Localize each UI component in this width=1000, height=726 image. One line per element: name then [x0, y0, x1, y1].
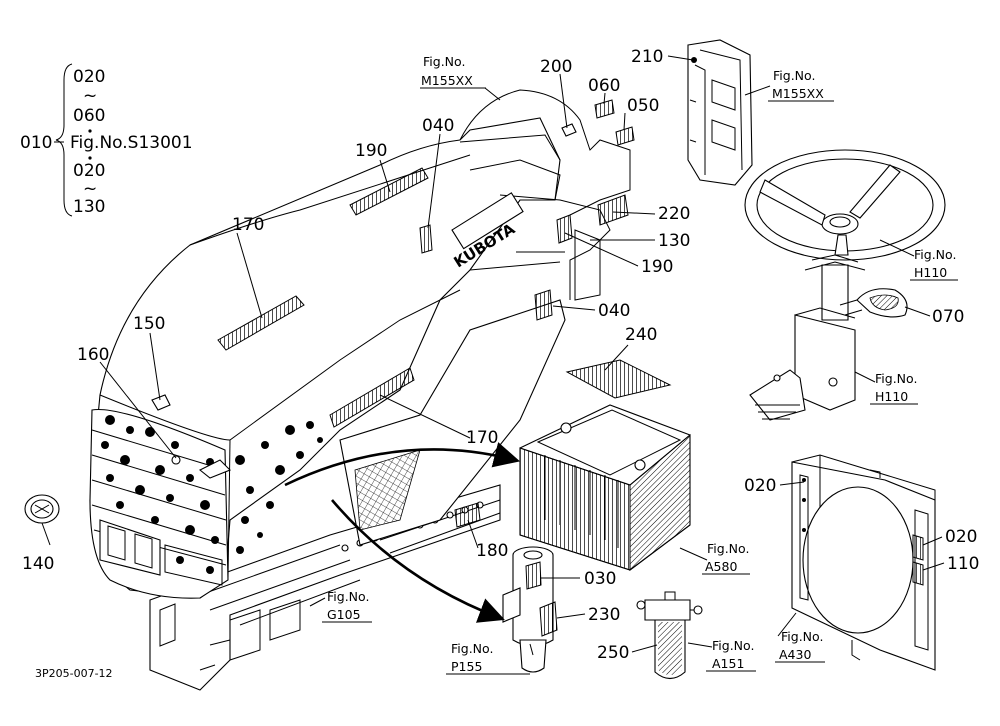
callout-070: 070 — [932, 307, 964, 327]
callout-140: 140 — [22, 554, 54, 574]
svg-text:Fig.No.: Fig.No. — [707, 541, 749, 556]
svg-text:M155XX: M155XX — [772, 86, 824, 101]
steering-column — [749, 254, 908, 421]
decal-040-side — [534, 289, 553, 321]
fig-ref-filter: Fig.No. A151 — [706, 638, 756, 672]
callout-110: 110 — [947, 554, 979, 574]
svg-text:Fig.No.: Fig.No. — [712, 638, 754, 653]
range-upper-from: 020 — [73, 67, 105, 87]
steering-wheel — [744, 149, 946, 261]
lift-cylinder — [502, 546, 558, 673]
fuel-filter — [636, 591, 703, 680]
svg-text:Fig.No.: Fig.No. — [781, 629, 823, 644]
fig-ref-cylinder: Fig.No. P155 — [446, 641, 530, 675]
range-lower-from: 020 — [73, 161, 105, 181]
svg-text:Fig.No.: Fig.No. — [327, 589, 369, 604]
callout-030: 030 — [584, 569, 616, 589]
decal-kubota-box — [451, 192, 524, 250]
decal-170-top — [217, 295, 305, 351]
arrow-to-battery — [284, 442, 521, 487]
battery-pad-240 — [565, 359, 672, 399]
callout-220: 220 — [658, 204, 690, 224]
callout-060: 060 — [588, 76, 620, 96]
fig-ref-battery: Fig.No. A580 — [702, 541, 750, 575]
callout-180: 180 — [476, 541, 508, 561]
svg-text:H110: H110 — [914, 265, 947, 280]
callout-040-top: 040 — [422, 116, 454, 136]
fig-ref-column: Fig.No. H110 — [870, 371, 918, 405]
radiator-shroud — [791, 454, 936, 671]
svg-text:M155XX: M155XX — [421, 73, 473, 88]
callout-240: 240 — [625, 325, 657, 345]
callout-200: 200 — [540, 57, 572, 77]
callout-170-top: 170 — [232, 215, 264, 235]
fig-ref-wheel: Fig.No. H110 — [910, 247, 958, 281]
decal-190-side — [556, 214, 573, 244]
callout-130: 130 — [658, 231, 690, 251]
range-note: 020 ~ 060 010 Fig.No.S13001 020 ~ 130 — [20, 63, 193, 217]
svg-text:Fig.No.: Fig.No. — [875, 371, 917, 386]
leader-lines — [41, 55, 945, 656]
callout-040-side: 040 — [598, 301, 630, 321]
decal-200 — [561, 123, 577, 137]
callout-150: 150 — [133, 314, 165, 334]
fig-ref-frame: Fig.No. G105 — [322, 589, 372, 623]
decal-050 — [615, 126, 635, 146]
callout-190-side: 190 — [641, 257, 673, 277]
battery — [519, 359, 691, 571]
decal-040-top — [419, 224, 433, 254]
callout-230: 230 — [588, 605, 620, 625]
callout-210: 210 — [631, 47, 663, 67]
decal-190-top — [349, 167, 429, 216]
svg-text:Fig.No.: Fig.No. — [773, 68, 815, 83]
callout-250: 250 — [597, 643, 629, 663]
svg-text:H110: H110 — [875, 389, 908, 404]
callout-020-a: 020 — [744, 476, 776, 496]
fig-ref-hood: Fig.No. M155XX — [420, 54, 486, 89]
arrow-to-cylinder — [331, 499, 505, 623]
range-lower-tilde: ~ — [83, 179, 97, 199]
callout-190-top: 190 — [355, 141, 387, 161]
callout-170-side: 170 — [466, 428, 498, 448]
fig-ref-panel: Fig.No. M155XX — [768, 68, 834, 102]
decal-180 — [454, 502, 481, 528]
side-panel-210 — [687, 39, 753, 186]
svg-text:Fig.No.: Fig.No. — [423, 54, 465, 69]
decal-060 — [594, 99, 615, 119]
svg-text:A430: A430 — [779, 647, 811, 662]
range-lower-to: 130 — [73, 197, 105, 217]
decal-220 — [597, 194, 629, 226]
svg-text:Fig.No.: Fig.No. — [914, 247, 956, 262]
svg-text:Fig.No.: Fig.No. — [451, 641, 493, 656]
range-upper-to: 060 — [73, 106, 105, 126]
fig-references: Fig.No. M155XX Fig.No. M155XX Fig.No. H1… — [322, 54, 958, 675]
fig-ref-shroud: Fig.No. A430 — [775, 629, 825, 663]
drawing-code: 3P205-007-12 — [35, 667, 113, 680]
decal-170-side — [329, 367, 415, 428]
svg-text:A151: A151 — [712, 656, 744, 671]
callout-160: 160 — [77, 345, 109, 365]
hood-assembly: KUBOTA — [89, 89, 635, 691]
badge-140 — [24, 494, 60, 524]
callout-050: 050 — [627, 96, 659, 116]
range-ref: 010 — [20, 133, 52, 153]
range-fig-ref: Fig.No.S13001 — [70, 133, 193, 153]
range-upper-tilde: ~ — [83, 86, 97, 106]
svg-text:P155: P155 — [451, 659, 482, 674]
svg-text:A580: A580 — [705, 559, 737, 574]
svg-text:G105: G105 — [327, 607, 361, 622]
callout-020-b: 020 — [945, 527, 977, 547]
callout-numbers: 240 200 060 050 040 190 170 150 160 140 … — [22, 47, 979, 663]
